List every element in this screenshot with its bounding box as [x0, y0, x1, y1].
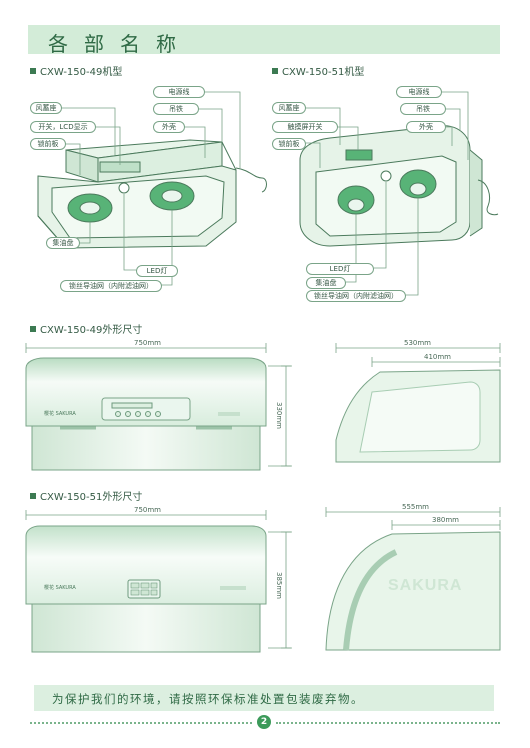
label-oil-tray-51: 集油盘 [306, 277, 346, 289]
section-heading-dims49: CXW-150-49外形尺寸 [30, 321, 142, 336]
label-touch-switch-51: 触摸屏开关 [272, 121, 338, 133]
dim51-width: 750mm [134, 506, 161, 514]
model51-heading-text: CXW-150-51机型 [282, 67, 365, 78]
title-bar [28, 25, 500, 54]
section-heading-dims51: CXW-150-51外形尺寸 [30, 488, 142, 503]
label-front-panel-51: 锁前板 [272, 138, 306, 150]
dim49-width: 750mm [134, 339, 161, 347]
label-power-cord-51: 电源线 [396, 86, 442, 98]
label-hanger-49: 吊铁 [153, 103, 199, 115]
dim49-depth: 530mm [404, 339, 431, 347]
label-switch-display-49: 开关，LCD显示 [30, 121, 96, 133]
bullet-square-icon [30, 68, 36, 74]
label-shell-49: 外壳 [153, 121, 185, 133]
label-led-light-49: LED灯 [136, 265, 178, 277]
model49-heading-text: CXW-150-49机型 [40, 67, 123, 78]
dim49-inner-depth: 410mm [424, 353, 451, 361]
dim51-height: 385mm [275, 572, 283, 599]
label-filter-49: 锁丝导油网（内附滤油网） [60, 280, 162, 292]
label-fan-seat-49: 风蓄座 [30, 102, 62, 114]
label-hanger-51: 吊铁 [400, 103, 446, 115]
label-power-cord-49: 电源线 [153, 86, 205, 98]
bullet-square-icon [272, 68, 278, 74]
label-led-light-51: LED灯 [306, 263, 374, 275]
label-shell-51: 外壳 [406, 121, 446, 133]
brand-logo-49: 樱花 SAKURA [44, 411, 76, 417]
page-number: 2 [257, 715, 271, 729]
label-fan-seat-51: 风蓄座 [272, 102, 306, 114]
brand-wordmark: SAKURA [388, 577, 463, 594]
footer-bar [34, 685, 494, 711]
section-heading-model51: CXW-150-51机型 [272, 63, 364, 78]
bullet-square-icon [30, 493, 36, 499]
label-filter-51: 锁丝导油网（内附滤油网） [306, 290, 406, 302]
environment-note: 为保护我们的环境，请按照环保标准处置包装废弃物。 [52, 692, 364, 706]
label-oil-tray-49: 集油盘 [46, 237, 80, 249]
dim51-depth: 555mm [402, 503, 429, 511]
dotted-divider-left [30, 722, 252, 724]
dim49-height: 330mm [275, 402, 283, 429]
dim51-inner-depth: 380mm [432, 516, 459, 524]
section-heading-model49: CXW-150-49机型 [30, 63, 122, 78]
label-front-panel-49: 锁前板 [30, 138, 66, 150]
dims51-heading-text: CXW-150-51外形尺寸 [40, 492, 143, 503]
brand-logo-51: 樱花 SAKURA [44, 585, 76, 591]
dotted-divider-right [276, 722, 500, 724]
page-title: 各部名称 [48, 32, 192, 56]
bullet-square-icon [30, 326, 36, 332]
dims49-heading-text: CXW-150-49外形尺寸 [40, 325, 143, 336]
